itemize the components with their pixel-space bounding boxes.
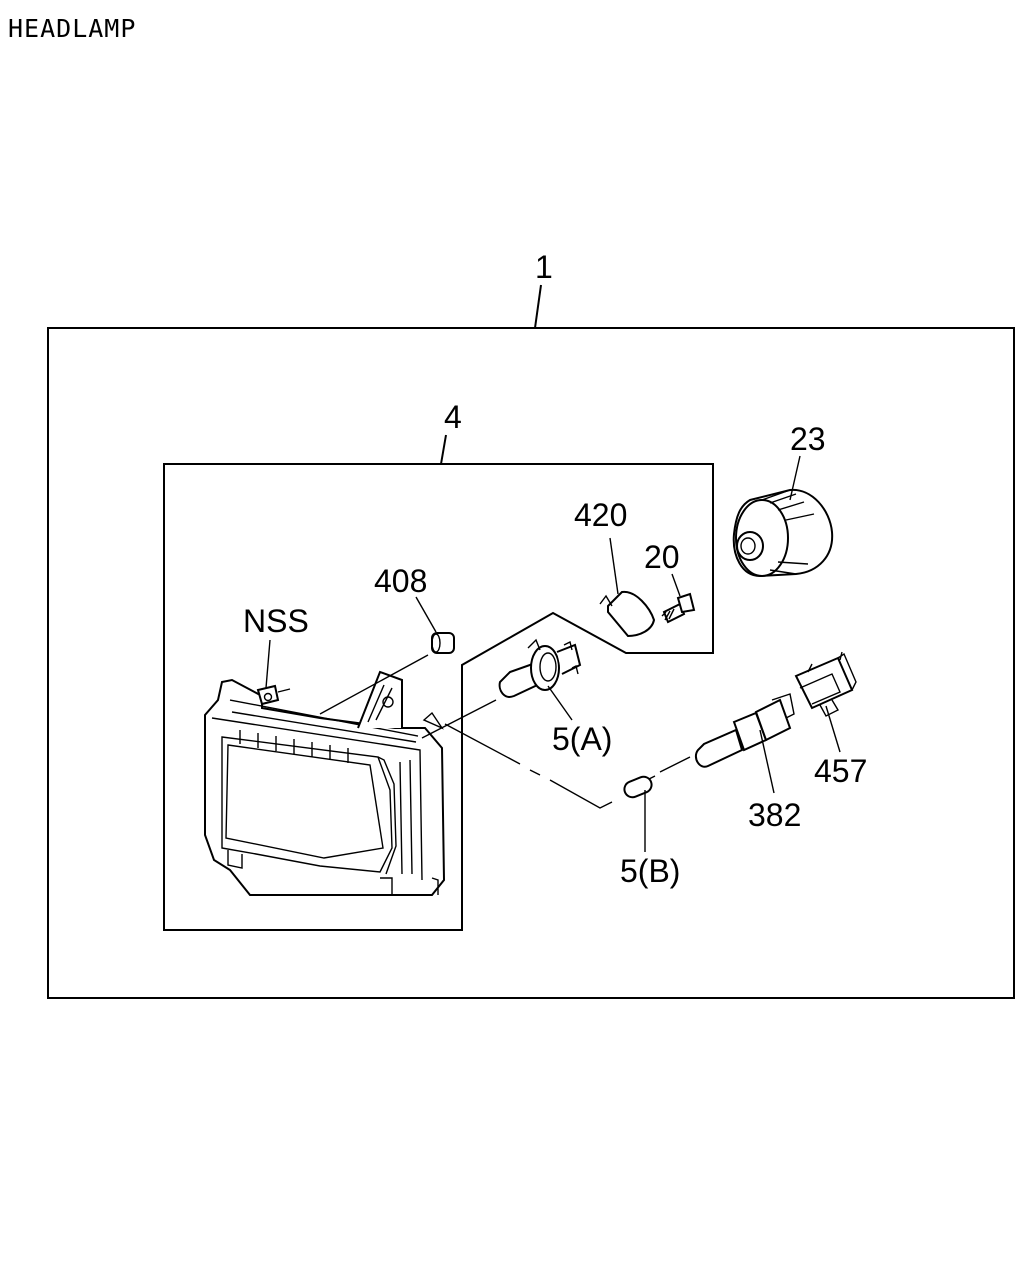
- callout-5b: 5(B): [620, 853, 680, 889]
- assembly-frame: [47, 327, 1015, 999]
- assembly-leader: [534, 284, 542, 329]
- callout-420: 420: [574, 497, 627, 533]
- leader-23: [789, 455, 801, 501]
- callout-457: 457: [814, 753, 867, 789]
- leader-5a: [547, 685, 573, 721]
- cap-23: [732, 488, 834, 578]
- headlamp-unit-frame: [163, 463, 714, 931]
- connector-457: [794, 651, 857, 717]
- clip-connector-line: [319, 654, 429, 715]
- callout-20: 20: [644, 539, 680, 575]
- bulb-5a: [498, 638, 582, 698]
- bulb-b-connector-line: [444, 723, 613, 809]
- page-title: HEADLAMP: [8, 14, 137, 43]
- callout-nss: NSS: [243, 603, 309, 639]
- callout-5a: 5(A): [552, 721, 612, 757]
- socket-382: [694, 693, 795, 768]
- leader-nss: [265, 639, 271, 689]
- leader-408: [415, 596, 437, 633]
- leader-457: [825, 705, 841, 753]
- lamp-socket-opening: [422, 711, 444, 730]
- callout-23: 23: [790, 421, 826, 457]
- bulb-a-connector-line: [421, 699, 497, 739]
- screw-20: [661, 592, 696, 624]
- clip-408: [431, 632, 455, 654]
- seal-420: [599, 590, 656, 638]
- leader-382: [759, 729, 775, 794]
- callout-4: 4: [444, 399, 462, 435]
- leader-20: [671, 573, 681, 597]
- callout-1: 1: [535, 249, 553, 285]
- headlamp-unit-leader: [440, 434, 447, 465]
- callout-408: 408: [374, 563, 427, 599]
- bulb-5b: [623, 775, 653, 799]
- leader-420: [609, 537, 619, 595]
- callout-382: 382: [748, 797, 801, 833]
- headlamp-housing: [204, 670, 446, 896]
